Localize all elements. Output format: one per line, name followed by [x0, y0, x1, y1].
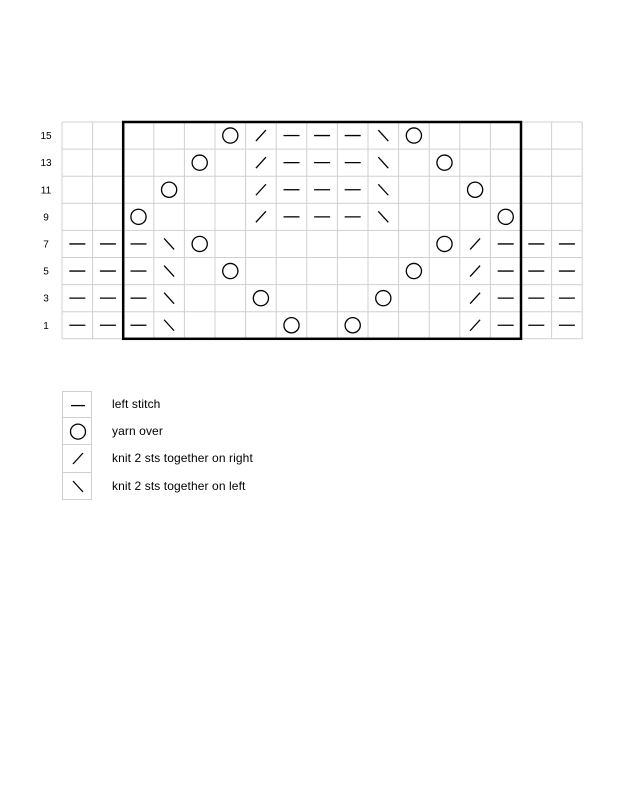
stitch-yarn-over	[130, 208, 147, 226]
stitch-k2tog-left	[163, 292, 175, 305]
stitch-yarn-over	[405, 127, 423, 144]
stitch-yarn-over	[405, 262, 423, 280]
circle-icon	[62, 418, 92, 446]
row-number-label: 11	[41, 185, 52, 196]
stitch-yarn-over	[436, 235, 453, 253]
stitch-yarn-over	[375, 289, 392, 307]
slash-left-icon	[62, 472, 92, 500]
stitch-k2tog-right	[255, 183, 267, 196]
stitch-yarn-over	[466, 181, 484, 198]
stitch-k2tog-left	[377, 210, 389, 223]
stitch-k2tog-left	[163, 265, 175, 277]
stitch-yarn-over	[191, 235, 208, 253]
stitch-yarn-over	[497, 208, 514, 226]
dash-icon	[62, 391, 92, 419]
row-number-label: 9	[43, 212, 49, 223]
stitch-k2tog-left	[377, 183, 389, 196]
stitch-k2tog-right	[469, 265, 481, 277]
stitch-k2tog-left	[163, 319, 175, 332]
stitch-k2tog-left	[377, 129, 389, 142]
stitch-yarn-over	[222, 262, 239, 280]
stitch-yarn-over	[160, 181, 178, 198]
row-number-label: 13	[40, 158, 52, 169]
stitch-k2tog-right	[469, 292, 481, 305]
stitch-yarn-over	[283, 316, 300, 334]
stitch-k2tog-right	[469, 319, 481, 332]
knitting-chart-grid: 15 13 11 9 7 5 3 1	[40, 120, 583, 341]
stitch-k2tog-left	[377, 156, 389, 169]
row-number-label: 15	[40, 131, 52, 142]
row-number-label: 3	[43, 294, 49, 305]
legend-label: knit 2 sts together on left	[112, 478, 246, 493]
stitch-yarn-over	[191, 154, 208, 171]
stitch-k2tog-right	[255, 129, 267, 142]
stitch-k2tog-right	[255, 156, 267, 169]
row-number-label: 5	[43, 267, 49, 278]
legend-label: yarn over	[112, 424, 163, 439]
stitch-k2tog-right	[469, 238, 481, 250]
stitch-yarn-over	[436, 154, 453, 171]
stitch-k2tog-left	[163, 238, 175, 250]
knitting-chart: 15 13 11 9 7 5 3 1	[0, 0, 641, 360]
stitch-k2tog-right	[255, 210, 267, 223]
row-number-label: 7	[43, 239, 49, 250]
stitch-yarn-over	[344, 316, 361, 334]
row-number-label: 1	[43, 321, 49, 332]
legend-label: left stitch	[112, 397, 161, 411]
stitch-yarn-over	[222, 127, 239, 144]
pattern-repeat-box	[121, 120, 523, 341]
stitch-yarn-over	[252, 289, 270, 307]
slash-right-icon	[62, 445, 92, 473]
legend-label: knit 2 sts together on right	[112, 451, 253, 466]
